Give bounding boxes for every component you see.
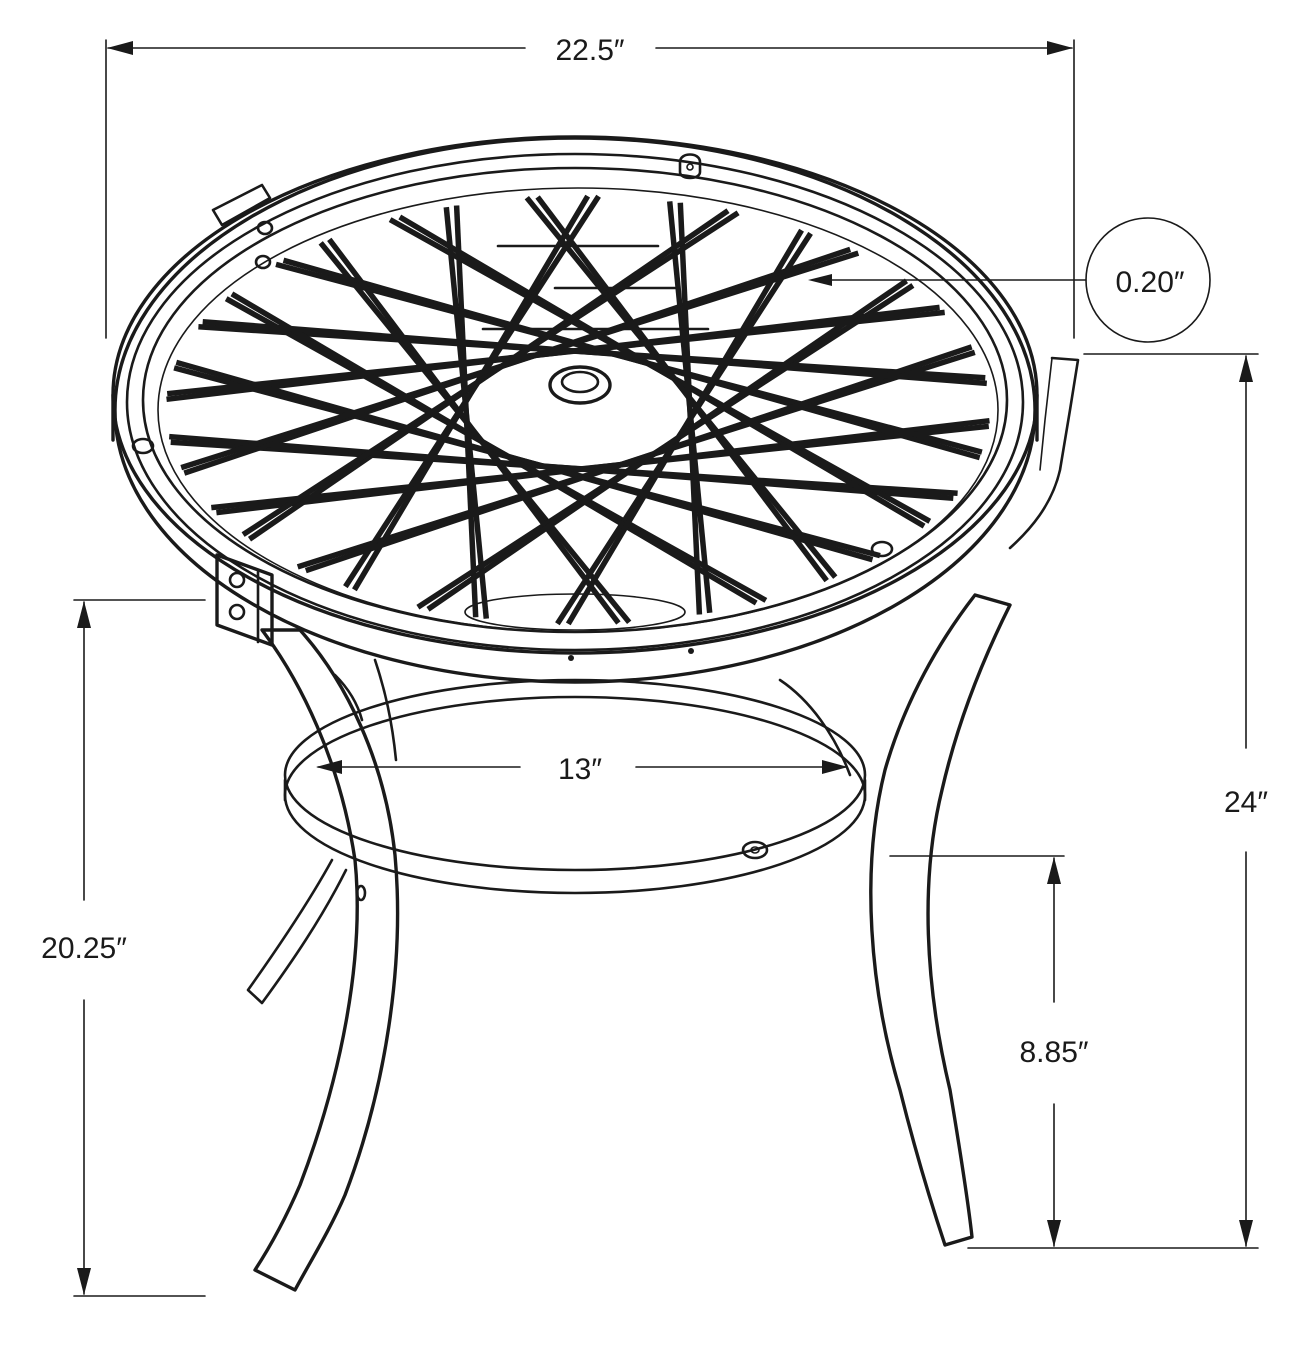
spoke: [327, 237, 621, 625]
table-illustration: [111, 135, 1080, 1292]
dim-label-top-width: 22.5″: [555, 34, 624, 67]
dim-glass-thickness: 0.20″: [808, 217, 1211, 343]
spoke: [565, 228, 804, 626]
top-frame: [111, 135, 1039, 684]
spoke: [175, 359, 874, 563]
front-left-leg: [253, 628, 400, 1292]
glass-clips: [131, 153, 894, 661]
left-bracket: [215, 553, 274, 647]
dim-label-shelf-height: 8.85″: [1019, 1036, 1088, 1069]
spoke: [168, 433, 954, 502]
back-right-leg-top: [1008, 356, 1080, 550]
dim-shelf-height: 8.85″: [889, 855, 1089, 1247]
spoke: [343, 194, 601, 589]
spoke: [524, 195, 838, 579]
hub: [548, 365, 612, 405]
spoke-group: [166, 194, 990, 626]
spoke: [453, 205, 479, 618]
spoke: [241, 210, 740, 537]
spoke: [426, 278, 909, 612]
spoke: [388, 217, 932, 524]
dim-label-glass-thickness: 0.20″: [1115, 266, 1184, 299]
spoke: [230, 291, 758, 606]
spoke: [202, 318, 988, 387]
spoke: [666, 201, 713, 614]
dim-total-height: 24″: [967, 353, 1268, 1249]
spoke: [180, 250, 860, 471]
glass-top: [157, 187, 999, 633]
dim-shelf-diameter: 13″: [316, 753, 848, 786]
spoke: [275, 261, 983, 455]
dim-leg-height: 20.25″: [41, 599, 206, 1297]
lower-shelf: [283, 593, 867, 895]
shelf-bolt: [741, 840, 769, 860]
spoke: [211, 423, 990, 511]
dim-label-leg-height: 20.25″: [41, 932, 127, 965]
dim-label-shelf-diameter: 13″: [558, 753, 602, 786]
back-right-leg-inner: [1039, 357, 1053, 471]
back-left-bracket: [211, 183, 272, 227]
dimension-lines: 22.5″ 0.20″ 24″ 20.25″: [41, 34, 1268, 1297]
back-left-leg: [246, 858, 348, 1005]
dim-label-total-height: 24″: [1224, 786, 1268, 819]
dim-top-width: 22.5″: [105, 34, 1075, 339]
front-right-leg: [869, 593, 1012, 1247]
spoke: [304, 344, 973, 574]
spoke: [166, 309, 945, 397]
